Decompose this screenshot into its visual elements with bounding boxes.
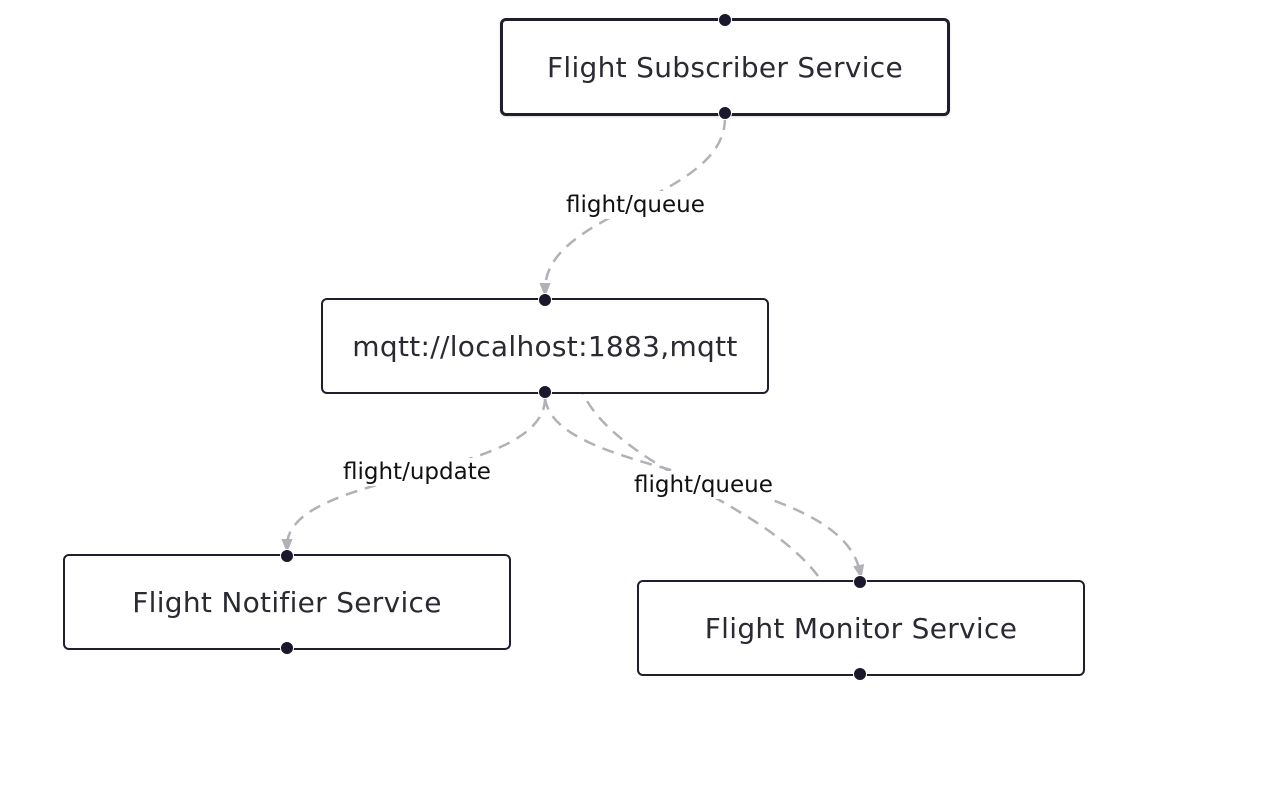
node-label: mqtt://localhost:1883,mqtt [352,329,738,363]
notifier-target-handle[interactable] [280,549,294,563]
node-label: Flight Monitor Service [704,611,1018,645]
edge-label-subscriber-to-broker[interactable]: flight/queue [563,191,708,219]
broker-source-handle[interactable] [538,385,552,399]
node-label: Flight Subscriber Service [546,50,904,84]
node-flight-monitor-service[interactable]: Flight Monitor Service [637,580,1085,676]
broker-target-handle[interactable] [538,293,552,307]
subscriber-target-handle[interactable] [718,13,732,27]
node-flight-subscriber-service[interactable]: Flight Subscriber Service [500,18,950,116]
monitor-source-handle[interactable] [853,667,867,681]
node-mqtt-broker[interactable]: mqtt://localhost:1883,mqtt [321,298,769,394]
edge-monitor-to-broker[interactable] [580,391,819,577]
node-flight-notifier-service[interactable]: Flight Notifier Service [63,554,511,650]
subscriber-source-handle[interactable] [718,106,732,120]
edge-broker-to-notifier[interactable] [281,397,547,553]
notifier-source-handle[interactable] [280,641,294,655]
edge-label-monitor-to-broker[interactable]: flight/queue [631,471,777,499]
node-label: Flight Notifier Service [132,585,442,619]
edge-label-broker-to-notifier[interactable]: flight/update [340,458,494,486]
monitor-target-handle[interactable] [853,575,867,589]
